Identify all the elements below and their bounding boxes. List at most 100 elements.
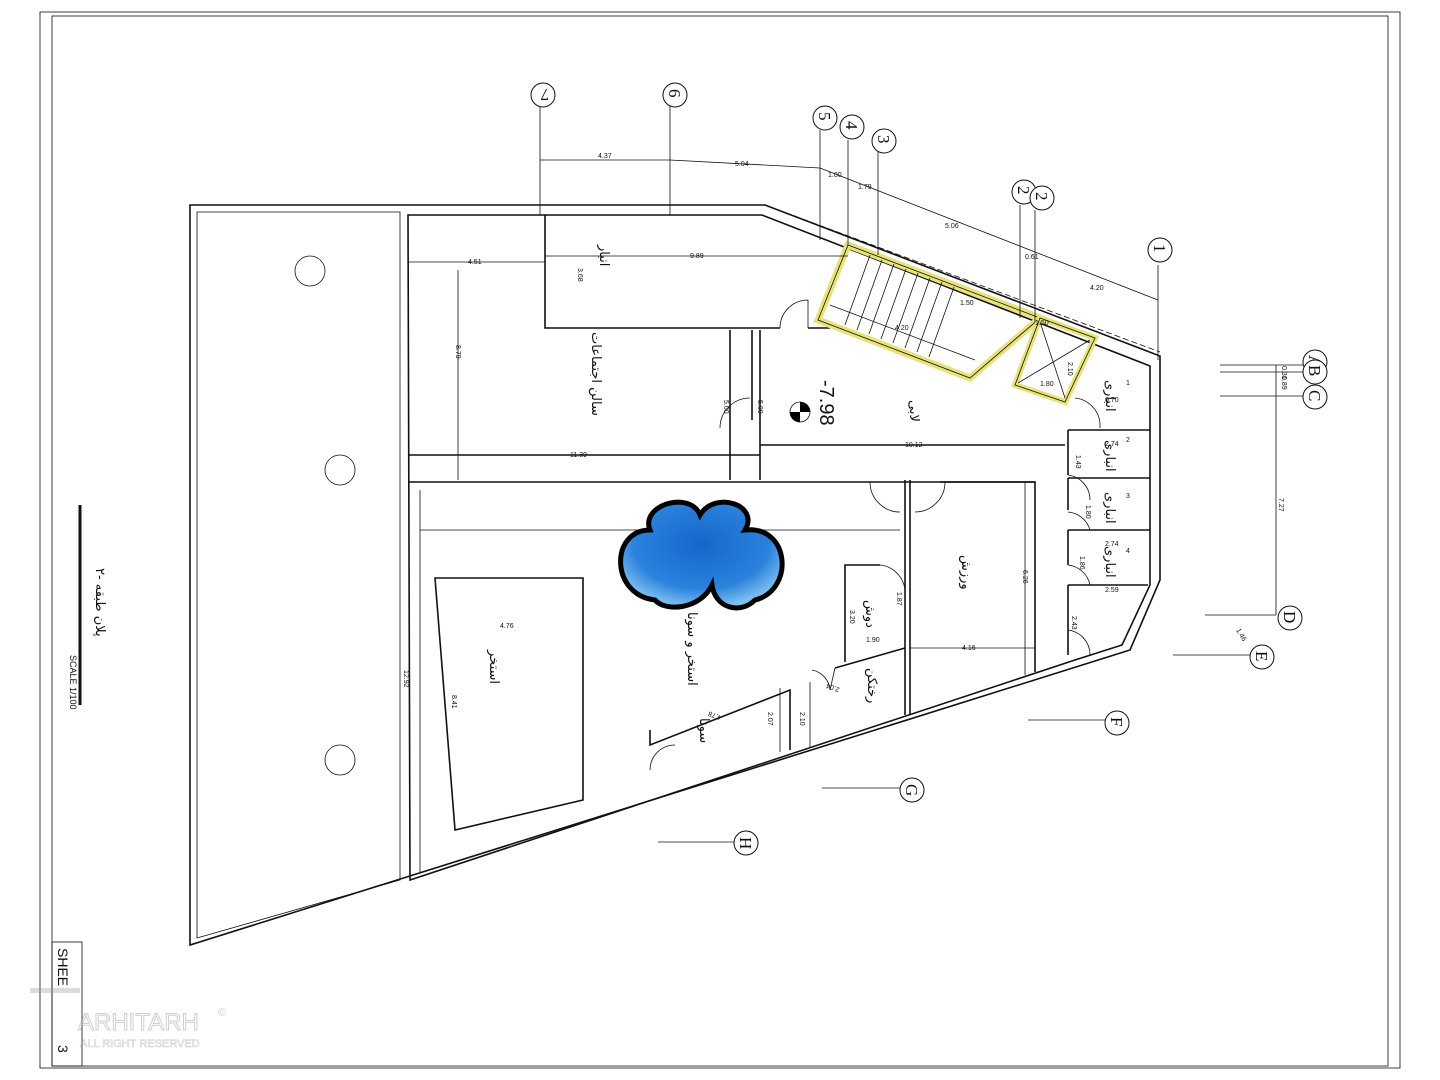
svg-text:1.80: 1.80 xyxy=(1084,505,1091,519)
svg-text:4.37: 4.37 xyxy=(598,153,612,160)
svg-text:1.80: 1.80 xyxy=(1040,381,1054,388)
svg-text:انباری: انباری xyxy=(1102,440,1117,472)
svg-text:ALL RIGHT RESERVED: ALL RIGHT RESERVED xyxy=(80,1038,200,1050)
svg-text:7: 7 xyxy=(540,85,549,104)
svg-text:4.78: 4.78 xyxy=(707,709,722,720)
room-shower: دوش xyxy=(862,600,877,628)
svg-text:2.10: 2.10 xyxy=(798,712,805,726)
svg-text:1.86: 1.86 xyxy=(1078,556,1085,570)
svg-text:F: F xyxy=(1107,717,1126,726)
dimension-labels: 4.37 5.04 1.00 1.79 5.06 0.61 4.20 4.51 … xyxy=(402,153,1287,726)
svg-text:0.31: 0.31 xyxy=(1280,366,1287,380)
svg-text:7.27: 7.27 xyxy=(1277,498,1284,512)
svg-text:8.41: 8.41 xyxy=(450,695,457,709)
svg-text:ARHITARH: ARHITARH xyxy=(78,1009,199,1036)
room-changing: رختکن xyxy=(864,668,879,703)
svg-text:C: C xyxy=(1305,390,1324,401)
svg-text:2: 2 xyxy=(1014,186,1033,195)
property-line xyxy=(400,204,1161,353)
room-pool: استخر xyxy=(486,649,501,684)
svg-text:H: H xyxy=(736,837,755,849)
watermark-logo: ARHITARH ALL RIGHT RESERVED © xyxy=(30,988,226,1050)
svg-text:3.20: 3.20 xyxy=(848,610,855,624)
svg-text:4: 4 xyxy=(1126,548,1130,555)
sheet-number-box xyxy=(51,941,83,1067)
svg-text:10.12: 10.12 xyxy=(905,442,923,449)
room-meeting-hall: سالن اجتماعات xyxy=(588,332,603,416)
svg-text:5.00: 5.00 xyxy=(722,400,729,414)
svg-text:8.79: 8.79 xyxy=(454,345,461,359)
sheet-inner-border xyxy=(51,15,1389,1067)
svg-text:11.39: 11.39 xyxy=(570,452,587,459)
svg-text:2.74: 2.74 xyxy=(1105,441,1119,448)
svg-text:1.46: 1.46 xyxy=(1234,628,1247,643)
svg-text:12.92: 12.92 xyxy=(402,670,409,688)
svg-text:5: 5 xyxy=(815,112,834,121)
svg-text:1.50: 1.50 xyxy=(1035,320,1049,327)
grid-axis-bubbles: 7 6 5 4 3 2 2 1 A B C D E F G H xyxy=(530,82,1328,856)
svg-text:2.07: 2.07 xyxy=(766,712,773,726)
svg-text:2.43: 2.43 xyxy=(1070,616,1077,630)
svg-text:B: B xyxy=(1305,365,1324,376)
room-sauna: سونا xyxy=(696,718,711,743)
svg-text:2: 2 xyxy=(1032,192,1051,201)
svg-text:1.50: 1.50 xyxy=(960,300,974,307)
svg-text:1.79: 1.79 xyxy=(858,184,872,191)
svg-text:2.59: 2.59 xyxy=(1105,587,1119,594)
inner-wall xyxy=(407,214,1151,882)
svg-text:4.20: 4.20 xyxy=(895,325,909,332)
svg-text:4.16: 4.16 xyxy=(962,645,976,652)
room-gym: ورزش xyxy=(958,555,973,590)
svg-text:5.00: 5.00 xyxy=(756,400,763,414)
svg-text:0.70: 0.70 xyxy=(1105,397,1119,404)
svg-text:0.61: 0.61 xyxy=(1025,254,1039,261)
svg-text:5.06: 5.06 xyxy=(945,223,959,230)
svg-text:1.87: 1.87 xyxy=(895,592,902,606)
svg-text:4.20: 4.20 xyxy=(1090,285,1104,292)
svg-text:انباری: انباری xyxy=(1102,492,1117,524)
svg-text:©: © xyxy=(218,1007,226,1019)
svg-text:4.51: 4.51 xyxy=(468,259,482,266)
svg-text:انباری: انباری xyxy=(1102,380,1117,412)
svg-text:D: D xyxy=(1280,611,1299,623)
svg-text:1.00: 1.00 xyxy=(828,172,842,179)
svg-text:1.90: 1.90 xyxy=(866,637,880,644)
svg-text:6.26: 6.26 xyxy=(1021,570,1028,584)
svg-text:G: G xyxy=(902,784,921,796)
svg-text:انباری: انباری xyxy=(1102,546,1117,578)
sheet-label: SHEE xyxy=(55,948,71,986)
svg-text:3: 3 xyxy=(1126,493,1130,500)
stair-treads xyxy=(829,254,976,361)
svg-text:E: E xyxy=(1252,651,1271,661)
level-label: -7.98 xyxy=(815,380,837,426)
svg-text:2: 2 xyxy=(1126,437,1130,444)
svg-text:1: 1 xyxy=(1150,244,1169,253)
pool-deck xyxy=(434,577,584,831)
svg-text:3: 3 xyxy=(874,135,893,144)
svg-text:2.10: 2.10 xyxy=(1066,362,1073,376)
stair-core xyxy=(813,240,1047,383)
svg-text:4: 4 xyxy=(842,121,861,130)
swimming-pool xyxy=(618,499,785,611)
svg-text:4.76: 4.76 xyxy=(500,623,514,630)
room-lobby: لابی xyxy=(906,400,921,422)
storage-room-wall xyxy=(544,215,780,329)
svg-text:1.43: 1.43 xyxy=(1074,455,1081,469)
svg-text:1: 1 xyxy=(1126,380,1130,387)
svg-text:9.89: 9.89 xyxy=(690,253,704,260)
room-labels: انبار سالن اجتماعات لابی استخر و سونا اس… xyxy=(486,244,1130,743)
room-pool-sauna: استخر و سونا xyxy=(684,612,699,686)
sheet-number: 3 xyxy=(55,1045,71,1053)
drawing-scale: SCALE 1/100 xyxy=(68,655,78,710)
svg-text:3.68: 3.68 xyxy=(576,268,583,282)
svg-text:2.74: 2.74 xyxy=(1105,541,1119,548)
room-storage: انبار xyxy=(596,244,611,266)
door-swing xyxy=(779,299,809,329)
svg-text:2.04: 2.04 xyxy=(825,681,840,692)
sheet-border xyxy=(39,11,1401,1069)
svg-text:0.89: 0.89 xyxy=(1280,376,1287,390)
svg-text:5.04: 5.04 xyxy=(735,161,749,168)
parking-strip xyxy=(196,211,401,939)
drawing-title: پلان طبقه -۲ xyxy=(92,568,107,637)
